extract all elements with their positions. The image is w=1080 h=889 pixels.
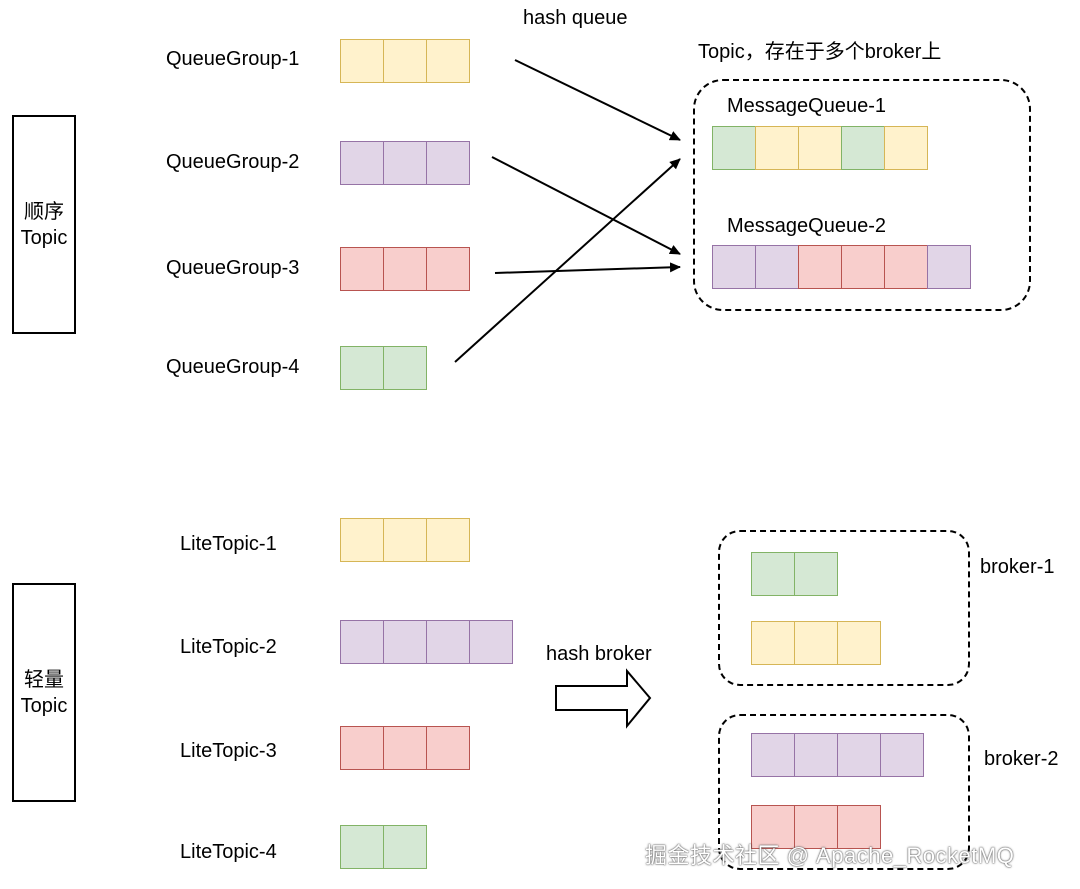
message-queue-cells	[712, 126, 928, 170]
red-message-cell	[884, 245, 928, 289]
purple-message-cell	[383, 620, 427, 664]
purple-message-cell	[880, 733, 924, 777]
lite-topic-cells	[340, 825, 427, 869]
queue-group-label: QueueGroup-1	[166, 48, 300, 70]
purple-message-cell	[751, 733, 795, 777]
yellow-message-cell	[837, 621, 881, 665]
lite-topic-box: 轻量 Topic	[12, 583, 76, 802]
topic-caption: Topic，存在于多个broker上	[698, 41, 942, 63]
purple-message-cell	[755, 245, 799, 289]
broker-row-cells	[751, 552, 838, 596]
lite-topic-label-line1: 轻量	[24, 668, 64, 691]
yellow-message-cell	[383, 39, 427, 83]
yellow-message-cell	[426, 39, 470, 83]
watermark: 掘金技术社区 @ Apache_RocketMQ	[645, 843, 1015, 868]
message-queue-cells	[712, 245, 971, 289]
red-message-cell	[837, 805, 881, 849]
yellow-message-cell	[755, 126, 799, 170]
green-message-cell	[841, 126, 885, 170]
red-message-cell	[426, 726, 470, 770]
lite-topic-label: LiteTopic-3	[180, 740, 277, 762]
queue-group-cells	[340, 247, 470, 291]
purple-message-cell	[340, 141, 384, 185]
yellow-message-cell	[340, 518, 384, 562]
queue-group-label: QueueGroup-3	[166, 257, 300, 279]
lite-topic-label-line2: Topic	[20, 694, 68, 717]
topic-container	[693, 79, 1031, 311]
red-message-cell	[798, 245, 842, 289]
red-message-cell	[794, 805, 838, 849]
message-queue-label: MessageQueue-2	[727, 215, 886, 237]
arrow-queuegroup4-to-mq1	[454, 158, 681, 363]
lite-topic-label: LiteTopic-1	[180, 533, 277, 555]
message-queue-label: MessageQueue-1	[727, 95, 886, 117]
purple-message-cell	[927, 245, 971, 289]
lite-topic-cells	[340, 620, 513, 664]
red-message-cell	[340, 726, 384, 770]
purple-message-cell	[469, 620, 513, 664]
hash-broker-arrow-icon	[555, 668, 652, 729]
ordered-topic-box: 顺序 Topic	[12, 115, 76, 334]
yellow-message-cell	[426, 518, 470, 562]
hash-queue-label: hash queue	[523, 7, 628, 29]
lite-topic-cells	[340, 518, 470, 562]
queue-group-cells	[340, 39, 470, 83]
red-message-cell	[340, 247, 384, 291]
green-message-cell	[340, 825, 384, 869]
yellow-message-cell	[340, 39, 384, 83]
green-message-cell	[712, 126, 756, 170]
broker-container	[718, 714, 970, 870]
lite-topic-cells	[340, 726, 470, 770]
queue-group-cells	[340, 346, 427, 390]
purple-message-cell	[426, 141, 470, 185]
yellow-message-cell	[751, 621, 795, 665]
yellow-message-cell	[884, 126, 928, 170]
green-message-cell	[340, 346, 384, 390]
green-message-cell	[751, 552, 795, 596]
red-message-cell	[841, 245, 885, 289]
purple-message-cell	[340, 620, 384, 664]
purple-message-cell	[426, 620, 470, 664]
broker-label: broker-1	[980, 556, 1055, 578]
red-message-cell	[383, 726, 427, 770]
arrow-queuegroup3-to-mq2	[494, 262, 681, 274]
green-message-cell	[383, 346, 427, 390]
ordered-topic-label-line1: 顺序	[24, 200, 64, 223]
broker-label: broker-2	[984, 748, 1059, 770]
arrow-queuegroup2-to-mq2	[491, 156, 681, 255]
red-message-cell	[426, 247, 470, 291]
queue-group-label: QueueGroup-2	[166, 151, 300, 173]
lite-topic-label: LiteTopic-4	[180, 841, 277, 863]
broker-container	[718, 530, 970, 686]
queue-group-label: QueueGroup-4	[166, 356, 300, 378]
ordered-topic-label-line2: Topic	[20, 226, 68, 249]
broker-row-cells	[751, 733, 924, 777]
yellow-message-cell	[383, 518, 427, 562]
arrow-queuegroup1-to-mq1	[514, 59, 681, 141]
yellow-message-cell	[794, 621, 838, 665]
green-message-cell	[794, 552, 838, 596]
queue-group-cells	[340, 141, 470, 185]
lite-topic-label: LiteTopic-2	[180, 636, 277, 658]
broker-row-cells	[751, 805, 881, 849]
purple-message-cell	[837, 733, 881, 777]
purple-message-cell	[383, 141, 427, 185]
broker-row-cells	[751, 621, 881, 665]
red-message-cell	[751, 805, 795, 849]
red-message-cell	[383, 247, 427, 291]
yellow-message-cell	[798, 126, 842, 170]
green-message-cell	[383, 825, 427, 869]
purple-message-cell	[794, 733, 838, 777]
purple-message-cell	[712, 245, 756, 289]
hash-broker-label: hash broker	[546, 643, 652, 665]
